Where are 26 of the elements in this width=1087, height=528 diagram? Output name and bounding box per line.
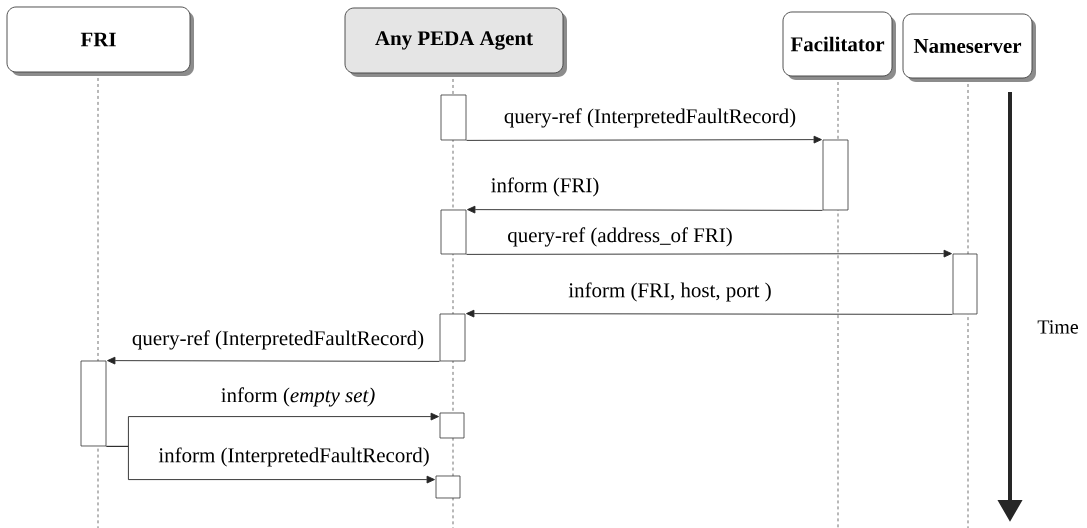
edge-label: query-ref (InterpretedFaultRecord) (502, 107, 798, 129)
message-arrow (467, 205, 824, 214)
activation-bar (439, 313, 466, 362)
activation-bar (440, 94, 467, 141)
activation-bar (439, 412, 465, 439)
message-arrow (466, 309, 954, 318)
lifeline-header-box: Any PEDA Agent (344, 7, 567, 77)
edge-label: query-ref (InterpretedFaultRecord) (130, 329, 426, 351)
activation-bar (822, 139, 849, 211)
activation-bar (80, 360, 107, 447)
axis-label: Time (1037, 320, 1078, 334)
lifeline-header-box: Facilitator (782, 11, 896, 80)
message-arrow (465, 135, 822, 144)
activation-bar (952, 253, 978, 315)
edge-label: inform (FRI, host, port ) (567, 281, 773, 303)
message-arrow (105, 445, 435, 484)
lifeline-header-box: Nameserver (902, 13, 1036, 82)
activation-bar (435, 475, 461, 499)
edge-label: inform (InterpretedFaultRecord) (157, 446, 431, 468)
edge-label: inform (FRI) (489, 176, 601, 198)
message-arrow (107, 356, 441, 365)
activation-bar (440, 209, 467, 255)
edge-label: inform (empty set) (219, 386, 377, 408)
lifeline-header-box: FRI (6, 6, 194, 76)
message-arrow (465, 249, 952, 258)
edge-label: query-ref (address_of FRI) (506, 226, 734, 248)
